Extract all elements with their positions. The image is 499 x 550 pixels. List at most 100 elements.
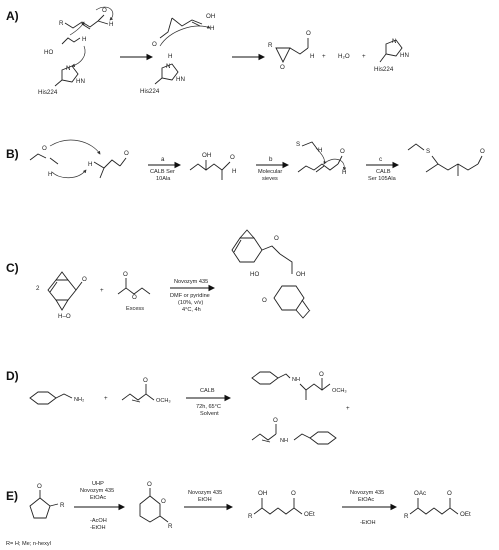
epoxide-o: O bbox=[280, 64, 285, 71]
intermediate-imidazole-hn: HN bbox=[176, 76, 185, 83]
amide-double-bond bbox=[261, 439, 271, 443]
arrow-e-3-top-2: EtOAc bbox=[358, 497, 374, 503]
arrow-c-condition-2: DMF or pyridine bbox=[170, 293, 210, 299]
arrow-e-2-top-2: EtOH bbox=[198, 497, 212, 503]
intermediate-imidazole-n: N bbox=[166, 63, 170, 70]
hydroxy-oh: OH bbox=[258, 490, 267, 497]
aldol-chain bbox=[189, 161, 231, 171]
substrate-aldehyde-o: O bbox=[102, 7, 107, 14]
panel-e-lactone: O O R bbox=[139, 481, 173, 530]
aldol-o: O bbox=[230, 154, 235, 161]
arrow-e-1-top-2: Novozym 435 bbox=[80, 488, 114, 494]
panel-b-aldol: OH O H bbox=[189, 152, 236, 180]
michael-product-link bbox=[277, 373, 291, 379]
panel-d-benzylamine: NH₂ bbox=[29, 391, 84, 405]
michael-product-ring bbox=[251, 371, 279, 385]
curly-arrow-b-1 bbox=[49, 139, 101, 155]
arrow-b-a-condition-2: 10Ala bbox=[156, 176, 171, 182]
product-c-oh: OH bbox=[296, 271, 305, 278]
lactone-ring bbox=[139, 495, 161, 523]
arrow-b-b-label: b bbox=[269, 156, 273, 163]
peroxide-bond bbox=[61, 37, 81, 45]
dimer-bottom-double-bond bbox=[301, 299, 310, 311]
bicyclic-double-bond bbox=[49, 281, 58, 293]
panel-c-bicyclic-reactant: O H–O bbox=[47, 271, 87, 320]
vinyl-acetate-o: O bbox=[123, 271, 128, 278]
arrow-e-3-top-1: Novozym 435 bbox=[350, 490, 384, 496]
nucleophile-ho: HO bbox=[44, 49, 53, 56]
enal-thiol-bond bbox=[301, 141, 319, 151]
intermediate-proton-h: H bbox=[168, 53, 172, 60]
arrow-b-b-condition-1: Molecular bbox=[258, 169, 282, 175]
imidazole-n: N bbox=[66, 65, 70, 72]
ketone-r-bond bbox=[49, 503, 59, 507]
product-carbonyl bbox=[477, 155, 483, 165]
amide-chain bbox=[251, 433, 277, 441]
arrow-b-c-label: c bbox=[379, 156, 382, 163]
arrow-b-c-condition-2: Ser 105Ala bbox=[368, 176, 397, 182]
arrow-c-condition-4: 4°C, 4h bbox=[182, 307, 201, 313]
plus-a-2: + bbox=[362, 53, 366, 60]
product-r: R bbox=[268, 42, 273, 49]
bicyclic-bridge bbox=[55, 271, 69, 281]
plus-a-1: + bbox=[322, 53, 326, 60]
amide-nh: NH bbox=[280, 438, 288, 444]
acetoxy-oac: OAc bbox=[414, 490, 426, 497]
arrow-e-1-bottom-1: -AcOH bbox=[90, 518, 107, 524]
aldol-oh: OH bbox=[202, 152, 211, 159]
panel-b-product: S O bbox=[407, 143, 485, 176]
hydroxy-oet: OEt bbox=[304, 511, 315, 518]
reactant-c-o: O bbox=[82, 276, 87, 283]
product-c-o2: O bbox=[262, 297, 267, 304]
crotonate-chain bbox=[121, 393, 155, 401]
product-d-plus: + bbox=[346, 405, 350, 412]
curly-arrow-attack bbox=[69, 21, 85, 36]
amide-o: O bbox=[273, 417, 278, 424]
michael-product-chain bbox=[299, 383, 331, 391]
amine-group: NH₂ bbox=[74, 397, 84, 403]
benzylamine-ring bbox=[29, 391, 57, 405]
byproduct-residue-label: His224 bbox=[374, 66, 394, 73]
substrate-aldehyde-bond bbox=[97, 14, 109, 25]
vinyl-acetate-chain bbox=[117, 287, 151, 295]
product-carbonyl-o: O bbox=[306, 30, 311, 37]
substrate-r-label: R bbox=[59, 20, 64, 27]
byproduct-imidazole-ring bbox=[385, 39, 403, 57]
reactant-ketone-chain bbox=[29, 153, 47, 161]
curly-arrow-b-2 bbox=[51, 169, 87, 179]
intermediate-o: O bbox=[152, 41, 157, 48]
panel-d-amide-product: O NH bbox=[251, 417, 337, 445]
arrow-e-1-top-1: UHP bbox=[92, 481, 104, 487]
aldehyde-methyl bbox=[99, 167, 105, 179]
arrow-d-condition-2: Solvent bbox=[200, 411, 219, 417]
byproduct-water: H₂O bbox=[338, 53, 350, 60]
ketone-o: O bbox=[37, 483, 42, 490]
panel-c-vinyl-acetate: O O Excess bbox=[117, 271, 151, 312]
lactone-o: O bbox=[147, 481, 152, 488]
dimer-top-ring bbox=[231, 237, 263, 263]
byproduct-imidazole-n: N bbox=[392, 38, 396, 45]
panel-d-label: D) bbox=[6, 369, 19, 383]
enal-h: H bbox=[318, 147, 322, 154]
dimer-bottom-bridge bbox=[295, 309, 311, 319]
panel-d-michael-product: NH O OCH₃ + bbox=[251, 371, 350, 412]
imidazole-hn: HN bbox=[76, 78, 85, 85]
vinyl-acetate-ester-o: O bbox=[132, 294, 137, 301]
panel-e-acetoxy-ester: R OAc O OEt bbox=[404, 490, 471, 520]
amide-ring bbox=[309, 431, 337, 445]
product-s: S bbox=[426, 148, 430, 155]
product-d-ester: OCH₃ bbox=[332, 388, 347, 394]
cyclopentanone-ring bbox=[29, 497, 51, 519]
panel-d-crotonate: O OCH₃ bbox=[121, 377, 171, 404]
panel-e: E) O R R= H; Me; n-hexyl UHP Novozym 435… bbox=[6, 481, 471, 547]
substituent-note: R= H; Me; n-hexyl bbox=[6, 541, 51, 547]
aldehyde-carbonyl bbox=[119, 157, 127, 167]
enal-s: S bbox=[296, 141, 300, 148]
arrow-e-3-bottom: -EtOH bbox=[360, 520, 376, 526]
lactone-r-bond bbox=[159, 515, 169, 523]
enal-o: O bbox=[340, 148, 345, 155]
hydroxy-r: R bbox=[248, 513, 253, 520]
panel-e-ketone: O R R= H; Me; n-hexyl bbox=[6, 483, 65, 547]
arrow-c-condition-1: Novozym 435 bbox=[174, 279, 208, 285]
product-d-nh: NH bbox=[292, 377, 300, 383]
